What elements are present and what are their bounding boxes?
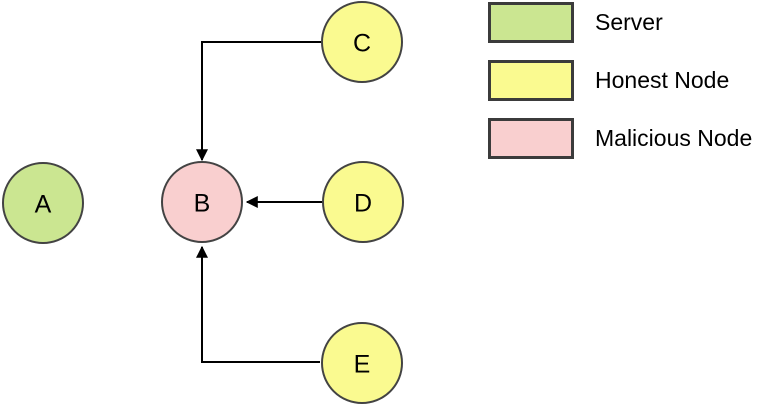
malicious-node-color-swatch <box>488 118 574 159</box>
node-E-honest <box>321 322 403 404</box>
legend: Server Honest Node Malicious Node <box>488 2 752 159</box>
node-label-B: B <box>194 190 211 218</box>
edge-E-to-B <box>196 245 320 363</box>
server-color-swatch <box>488 2 574 43</box>
node-label-A: A <box>35 191 52 219</box>
honest-node-color-swatch <box>488 60 574 101</box>
node-B-malicious <box>161 161 243 243</box>
node-label-D: D <box>354 190 372 218</box>
legend-item-server: Server <box>488 2 752 43</box>
node-D-honest <box>322 161 404 243</box>
legend-item-honest-node: Honest Node <box>488 60 752 101</box>
node-C-honest <box>321 1 403 83</box>
edge-C-to-B <box>196 41 322 162</box>
server-label: Server <box>595 9 663 35</box>
node-A-server <box>2 162 84 244</box>
node-label-E: E <box>354 351 371 379</box>
honest-node-label: Honest Node <box>595 67 730 93</box>
legend-item-malicious-node: Malicious Node <box>488 118 752 159</box>
node-label-C: C <box>353 30 371 58</box>
malicious-node-label: Malicious Node <box>595 125 753 151</box>
